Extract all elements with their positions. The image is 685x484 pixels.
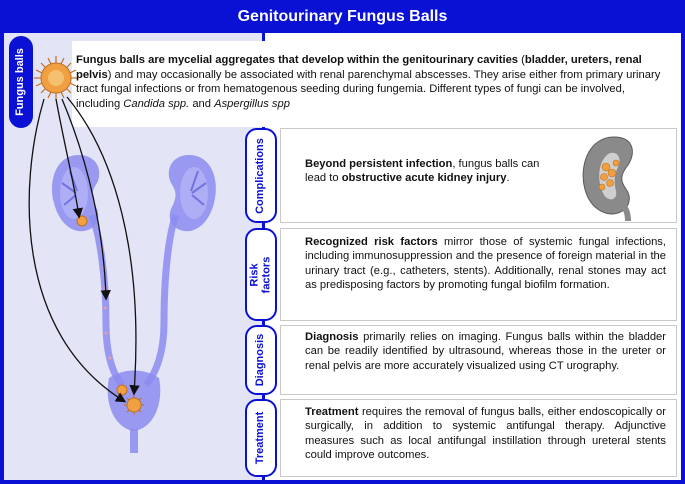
treatment-text: Treatment requires the removal of fungus… [305,405,666,463]
right-kidney [168,155,216,232]
risk-factors-text: Recognized risk factors mirror those of … [305,235,666,293]
intro-text: Fungus balls are mycelial aggregates tha… [76,53,669,111]
intro-text-2: ) and may occasionally be associated wit… [76,68,661,110]
fungus-ball-icon [34,56,78,100]
bladder-fungus-ball [124,395,144,415]
spread-arrow [61,98,111,301]
diagnosis-bold-1: Diagnosis [305,331,359,343]
risk-factors-bold-1: Recognized risk factors [305,236,438,248]
intro-bold-1: Fungus balls are mycelial aggregates tha… [76,54,519,66]
diagnosis-box [280,325,677,395]
treatment-bold-1: Treatment [305,406,359,418]
complications-bold-2: obstructive acute kidney injury [341,172,507,185]
intro-text-1: ( [518,54,525,66]
tab-risk-factors-line-2: factors [260,256,272,293]
intro-box [72,41,677,127]
treatment-box [280,399,677,477]
ureter-fungus-ball [116,384,128,396]
diagnosis-text-1: primarily relies on imaging. Fungus ball… [305,331,666,372]
tab-treatment: Treatment [245,399,277,477]
complications-text-1: , fungus balls can lead to [305,158,540,185]
tab-fungus-balls: Fungus balls [9,36,33,128]
spread-arrow [66,96,140,396]
left-ureter [88,213,125,388]
tab-diagnosis: Diagnosis [245,325,277,395]
complications-text-2: . [506,172,510,185]
kidney-fungus-ball [76,215,88,227]
intro-italic-2: Aspergillus spp [214,97,290,110]
tab-complications: Complications [245,128,277,223]
kidney-cross-section-icon [582,136,633,221]
complications-bold-1: Beyond persistent infection [305,158,453,170]
risk-factors-box [280,228,677,321]
urinary-tract-illustration [28,56,216,453]
intro-text-3: and [189,97,215,110]
intro-bold-2: bladder, ureters, renal pelvis [76,54,642,81]
diagnosis-text: Diagnosis primarily relies on imaging. F… [305,330,666,373]
urethra [130,429,138,453]
risk-factors-text-1: mirror those of systemic fungal infectio… [305,236,666,292]
intro-italic-1: Candida spp. [123,97,190,110]
spread-arrow [28,98,127,403]
spread-arrow [55,98,83,219]
right-ureter [143,213,180,388]
complications-text: Beyond persistent infection, fungus ball… [305,157,550,186]
figure-title: Genitourinary Fungus Balls [237,8,448,25]
treatment-text-1: requires the removal of fungus balls, ei… [305,406,666,462]
